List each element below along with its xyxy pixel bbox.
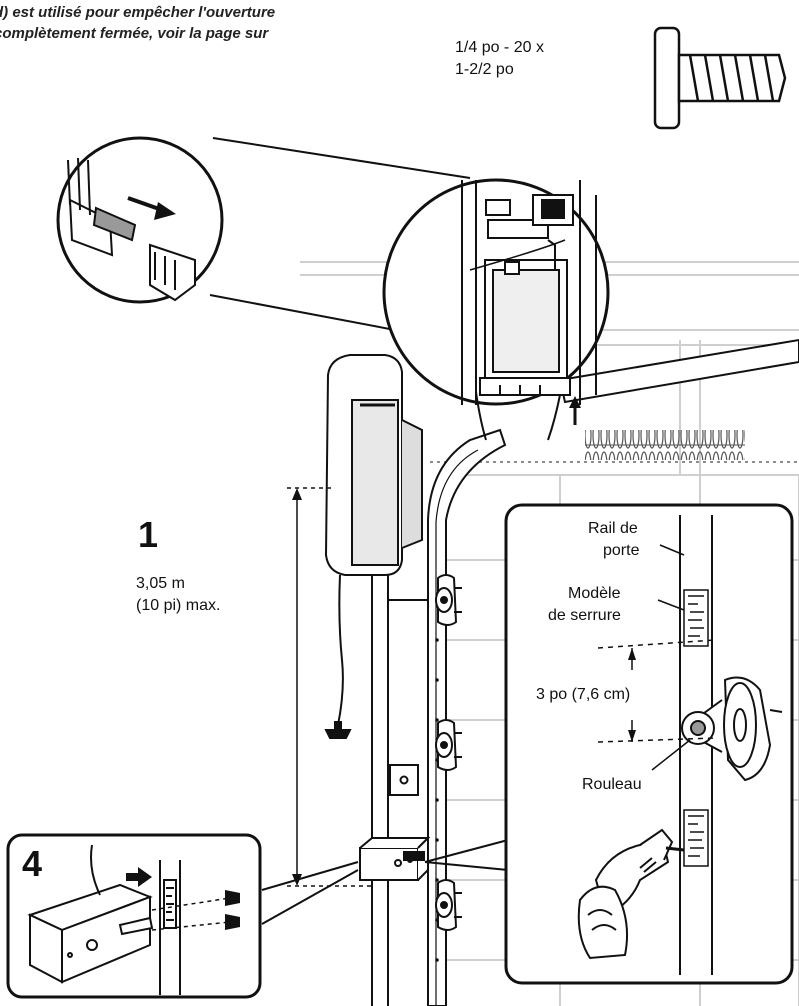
callout-pointers [261,839,509,925]
intro-line-1: d) est utilisé pour empêcher l'ouverture [0,4,276,21]
fastener-spec-line-1: 1/4 po - 20 x [455,39,544,56]
screw-icon [653,26,787,130]
torsion-spring [585,430,745,460]
opener-unit [324,354,423,739]
step-1-number: 1 [138,514,159,555]
fastener-spec-line-2: 1-2/2 po [455,61,514,78]
step-4-box [6,833,262,999]
lock-bracket [359,835,431,881]
vertical-door-track [371,428,507,1006]
spacing-label: 3 po (7,6 cm) [536,686,631,703]
distance-line-1: 3,05 m [136,575,185,592]
roller-hinge [681,676,783,782]
magnifier-board [209,137,610,441]
connector-detail [56,136,224,304]
step-4-number: 4 [22,843,43,884]
roller-label: Rouleau [582,776,642,793]
distance-line-2: (10 pi) max. [136,597,221,614]
arrow-down-icon [628,648,636,742]
lock-box [27,844,154,984]
lock-label-line-1: Modèle [568,585,621,602]
arrow-right-icon [126,867,152,887]
drill-icon [577,828,685,960]
lock-label-line-2: de serrure [548,607,621,624]
rail-label-line-2: porte [603,542,640,559]
arrow-right-icon [127,196,176,220]
detail-box [504,503,794,985]
door-hinges [435,574,462,931]
rail-bracket [389,764,419,796]
rail-label-line-1: Rail de [588,520,638,537]
arrow-up-icon [569,396,581,425]
intro-line-2: complètement fermée, voir la page sur [0,25,269,42]
lock-template [683,589,709,867]
